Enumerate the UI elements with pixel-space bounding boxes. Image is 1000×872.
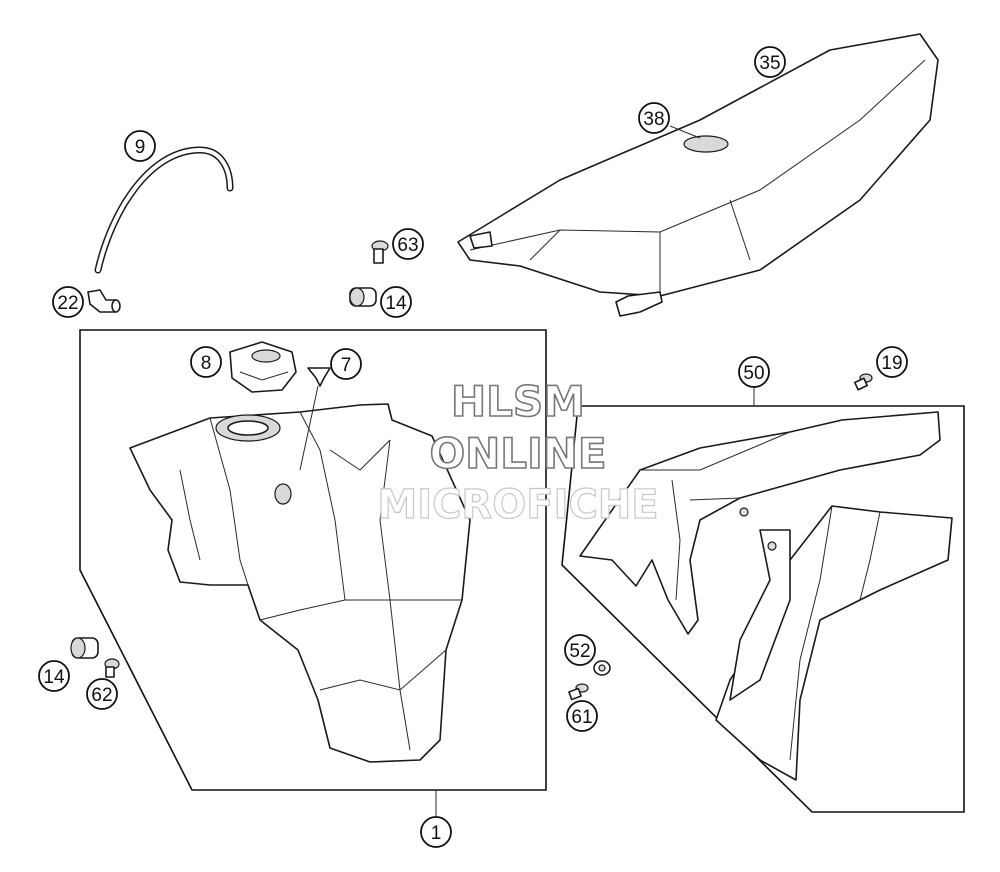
callout-circle bbox=[564, 634, 596, 666]
breather-hose[interactable] bbox=[94, 146, 234, 274]
callout-circle bbox=[52, 286, 84, 318]
fuel-cap[interactable] bbox=[229, 341, 297, 393]
callout-circle bbox=[190, 346, 222, 378]
callout-circle bbox=[380, 286, 412, 318]
seat-logo-patch bbox=[683, 135, 729, 153]
callout-c9[interactable]: 9 bbox=[124, 130, 156, 162]
callout-label: 19 bbox=[881, 353, 902, 374]
callout-circle bbox=[566, 700, 598, 732]
callout-label: 35 bbox=[759, 53, 780, 74]
callout-c61[interactable]: 61 bbox=[566, 700, 598, 732]
callout-label: 52 bbox=[569, 641, 590, 662]
callout-circle bbox=[330, 348, 362, 380]
callout-label: 62 bbox=[91, 685, 112, 706]
callout-c14b[interactable]: 14 bbox=[38, 660, 70, 692]
callout-c38[interactable]: 38 bbox=[638, 102, 670, 134]
callout-circle bbox=[754, 46, 786, 78]
callout-label: 8 bbox=[201, 353, 212, 374]
callout-circle bbox=[420, 816, 452, 848]
fuel-tank[interactable] bbox=[129, 403, 471, 763]
vent-valve[interactable] bbox=[299, 367, 331, 471]
watermark-line3: MICROFICHE bbox=[377, 482, 658, 528]
callout-c19[interactable]: 19 bbox=[876, 346, 908, 378]
callout-c14a[interactable]: 14 bbox=[380, 286, 412, 318]
callout-c50[interactable]: 50 bbox=[738, 356, 770, 388]
callout-label: 9 bbox=[135, 137, 146, 158]
callout-c1[interactable]: 1 bbox=[420, 816, 452, 848]
screw-62[interactable] bbox=[104, 658, 120, 678]
side-shroud-upper[interactable] bbox=[579, 411, 941, 635]
screw-61[interactable] bbox=[568, 683, 589, 701]
callout-circle bbox=[392, 228, 424, 260]
callout-circle bbox=[124, 130, 156, 162]
leader-38 bbox=[669, 125, 701, 139]
callout-c8[interactable]: 8 bbox=[190, 346, 222, 378]
callout-c52[interactable]: 52 bbox=[564, 634, 596, 666]
callout-circle bbox=[38, 660, 70, 692]
watermark-line1: HLSM bbox=[451, 377, 585, 426]
callout-label: 22 bbox=[57, 293, 78, 314]
callout-label: 50 bbox=[743, 363, 764, 384]
seat[interactable] bbox=[457, 33, 939, 317]
callout-c63[interactable]: 63 bbox=[392, 228, 424, 260]
screw-19[interactable] bbox=[853, 373, 873, 391]
callout-c7[interactable]: 7 bbox=[330, 348, 362, 380]
rubber-bushing-left[interactable] bbox=[70, 637, 99, 659]
callout-c35[interactable]: 35 bbox=[754, 46, 786, 78]
fuel-tank-group-box bbox=[79, 329, 547, 791]
side-shroud-lower[interactable] bbox=[715, 505, 953, 781]
callout-label: 14 bbox=[43, 667, 65, 688]
callout-label: 14 bbox=[385, 293, 407, 314]
callout-label: 7 bbox=[341, 355, 352, 376]
washer-52[interactable] bbox=[593, 660, 611, 676]
callout-label: 1 bbox=[431, 823, 442, 844]
callout-label: 61 bbox=[571, 707, 592, 728]
elbow-fitting[interactable] bbox=[87, 289, 121, 313]
rubber-bushing-top[interactable] bbox=[349, 287, 377, 307]
watermark: HLSM ONLINE MICROFICHE bbox=[377, 376, 659, 528]
callout-layer: 1 7 8 9 14 14 19 22 35 38 50 52 61 62 63 bbox=[38, 46, 908, 848]
callout-label: 38 bbox=[643, 109, 664, 130]
callout-label: 63 bbox=[397, 235, 418, 256]
callout-circle bbox=[738, 356, 770, 388]
callout-circle bbox=[638, 102, 670, 134]
callout-circle bbox=[876, 346, 908, 378]
watermark-line2: ONLINE bbox=[429, 429, 606, 478]
callout-c22[interactable]: 22 bbox=[52, 286, 84, 318]
callout-c62[interactable]: 62 bbox=[86, 678, 118, 710]
screw-63[interactable] bbox=[371, 240, 389, 264]
callout-circle bbox=[86, 678, 118, 710]
shroud-group-box bbox=[561, 405, 965, 813]
